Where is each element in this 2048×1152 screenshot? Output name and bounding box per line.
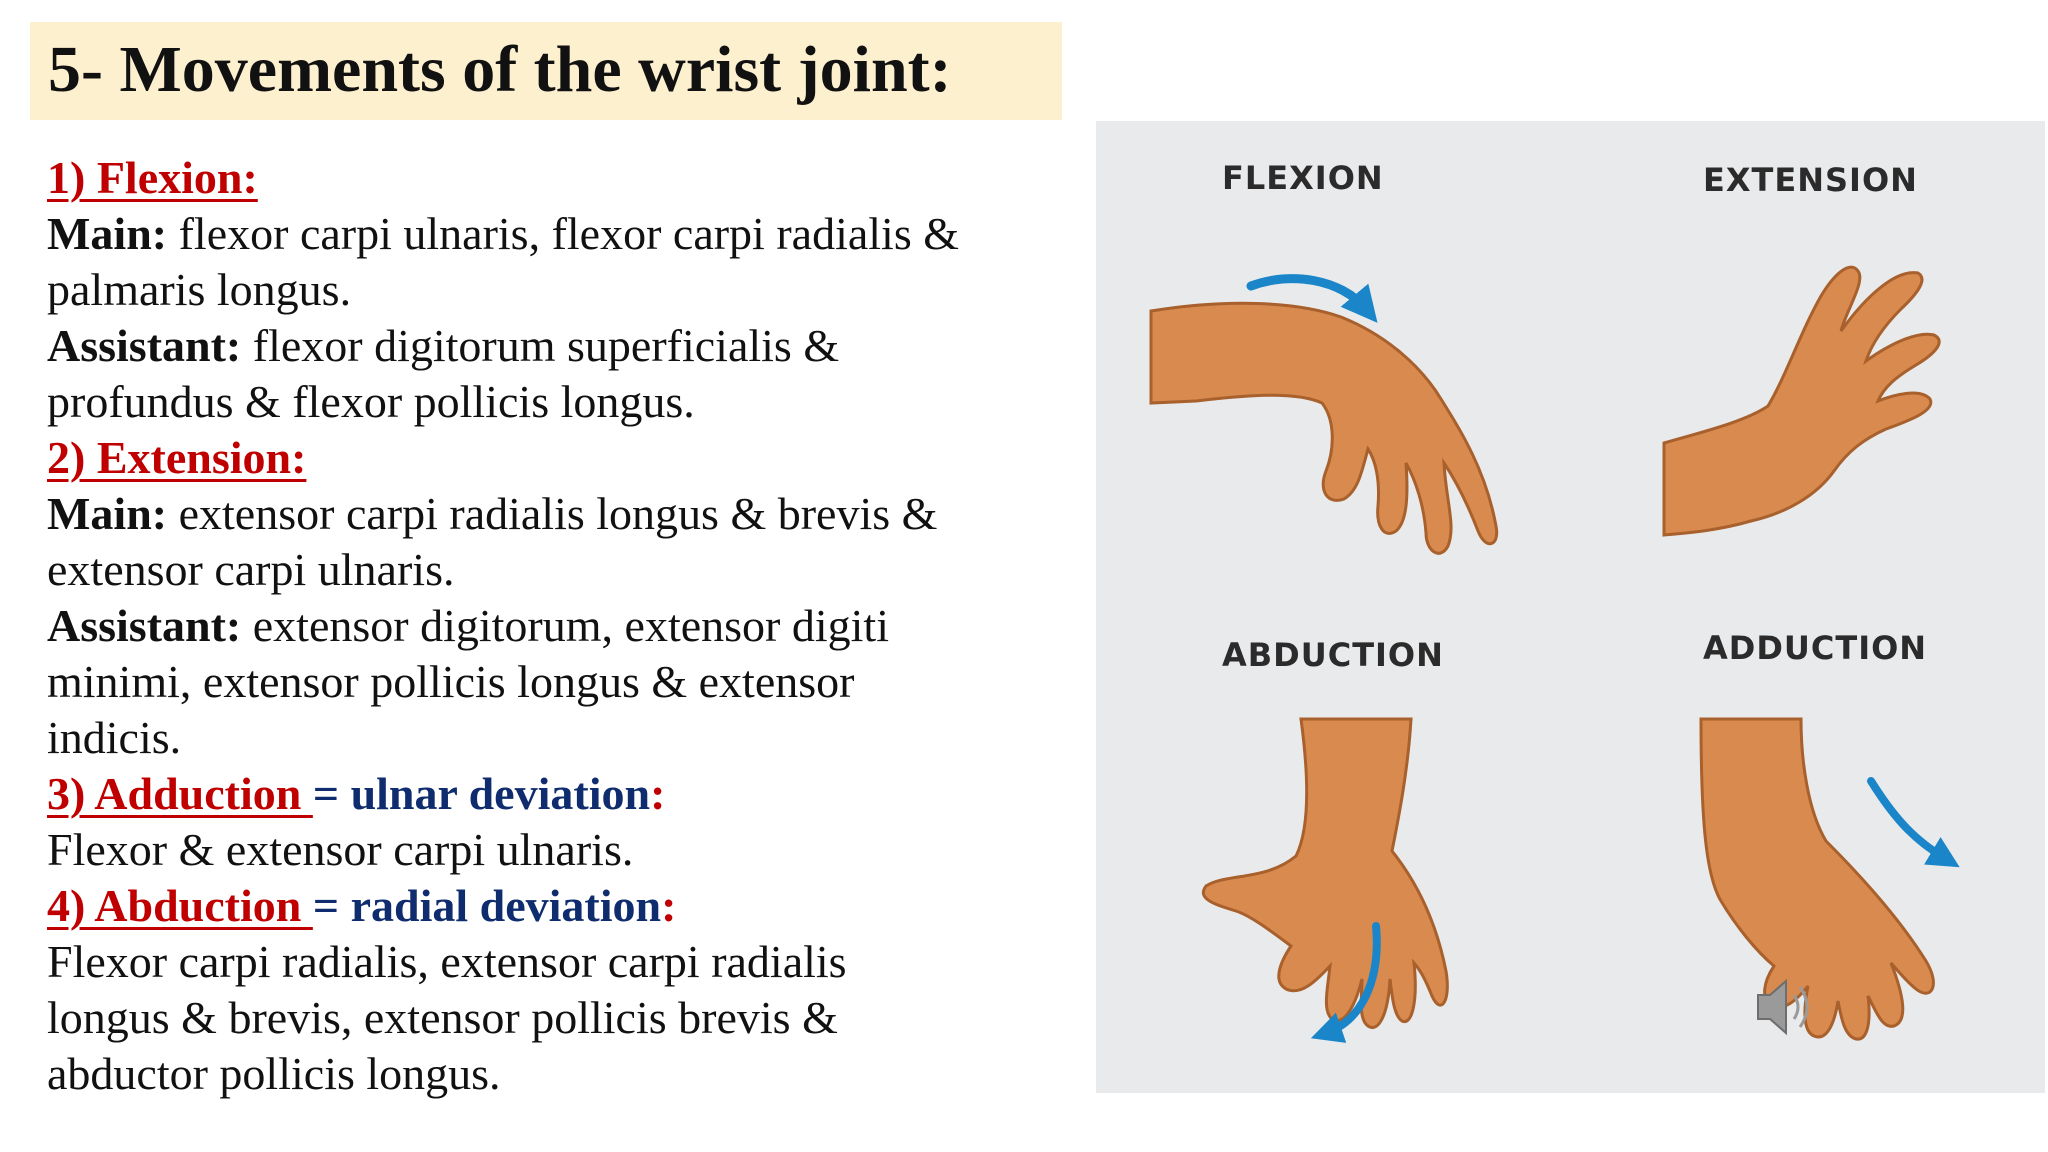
flexion-main-label: Main: [47,208,168,259]
extension-hand-shape [1662,265,1941,537]
flexion-hand-shape [1149,301,1499,555]
flexion-assistant-text-2: profundus & flexor pollicis longus. [47,376,695,427]
abduction-equivalent: = radial deviation [312,880,662,931]
speaker-icon[interactable] [1757,978,1809,1036]
extension-hand [1662,265,1941,537]
title-banner: 5- Movements of the wrist joint: [30,22,1062,120]
flexion-assistant-text: flexor digitorum superficialis & [241,320,840,371]
adduction-heading-line: 3) Adduction = ulnar deviation: [47,766,1087,822]
label-adduction: ADDUCTION [1703,629,1928,667]
abduction-body-line-2: longus & brevis, extensor pollicis brevi… [47,990,1087,1046]
adduction-colon: : [650,768,666,819]
extension-assistant-label: Assistant: [47,600,242,651]
flexion-heading-line: 1) Flexion: [47,150,1087,206]
abduction-body: Flexor carpi radialis, extensor carpi ra… [47,936,847,987]
extension-main-text: extensor carpi radialis longus & brevis … [167,488,938,539]
extension-assistant-line: Assistant: extensor digitorum, extensor … [47,598,1087,654]
label-flexion: FLEXION [1222,159,1384,197]
extension-assistant-text: extensor digitorum, extensor digiti [241,600,889,651]
hands-illustration [1149,265,1960,1043]
flexion-main-text-2: palmaris longus. [47,264,352,315]
extension-heading: 2) Extension: [47,432,307,483]
abduction-body-2: longus & brevis, extensor pollicis brevi… [47,992,838,1043]
adduction-hand-shape [1699,717,1935,1041]
adduction-equivalent: = ulnar deviation [312,768,651,819]
extension-assistant-text-3: indicis. [47,712,182,763]
flexion-assistant-label: Assistant: [47,320,242,371]
extension-main-line: Main: extensor carpi radialis longus & b… [47,486,1087,542]
flexion-arrow [1246,274,1378,323]
adduction-body-line: Flexor & extensor carpi ulnaris. [47,822,1087,878]
extension-main-label: Main: [47,488,168,539]
flexion-main-text: flexor carpi ulnaris, flexor carpi radia… [167,208,960,259]
flexion-assistant-line: Assistant: flexor digitorum superficiali… [47,318,1087,374]
flexion-main-line-2: palmaris longus. [47,262,1087,318]
adduction-hand [1699,717,1960,1041]
slide-title: 5- Movements of the wrist joint: [48,33,952,106]
flexion-heading: 1) Flexion: [47,152,258,203]
extension-main-line-2: extensor carpi ulnaris. [47,542,1087,598]
label-extension: EXTENSION [1703,161,1918,199]
adduction-heading: 3) Adduction [47,768,313,819]
abduction-hand [1202,717,1449,1043]
flexion-main-line: Main: flexor carpi ulnaris, flexor carpi… [47,206,1087,262]
extension-assistant-line-2: minimi, extensor pollicis longus & exten… [47,654,1087,710]
abduction-arrow [1310,922,1381,1043]
movements-text: 1) Flexion: Main: flexor carpi ulnaris, … [47,150,1087,1102]
wrist-movements-figure: FLEXION EXTENSION ABDUCTION ADDUCTION [1096,121,2045,1093]
extension-assistant-text-2: minimi, extensor pollicis longus & exten… [47,656,855,707]
abduction-colon: : [661,880,677,931]
abduction-body-line: Flexor carpi radialis, extensor carpi ra… [47,934,1087,990]
flexion-assistant-line-2: profundus & flexor pollicis longus. [47,374,1087,430]
extension-main-text-2: extensor carpi ulnaris. [47,544,455,595]
abduction-body-line-3: abductor pollicis longus. [47,1046,1087,1102]
abduction-heading-line: 4) Abduction = radial deviation: [47,878,1087,934]
flexion-hand [1149,274,1499,555]
abduction-heading: 4) Abduction [47,880,313,931]
abduction-hand-shape [1202,717,1449,1029]
adduction-body: Flexor & extensor carpi ulnaris. [47,824,634,875]
adduction-arrow [1867,777,1960,868]
extension-assistant-line-3: indicis. [47,710,1087,766]
label-abduction: ABDUCTION [1222,636,1444,674]
abduction-body-3: abductor pollicis longus. [47,1048,501,1099]
extension-heading-line: 2) Extension: [47,430,1087,486]
